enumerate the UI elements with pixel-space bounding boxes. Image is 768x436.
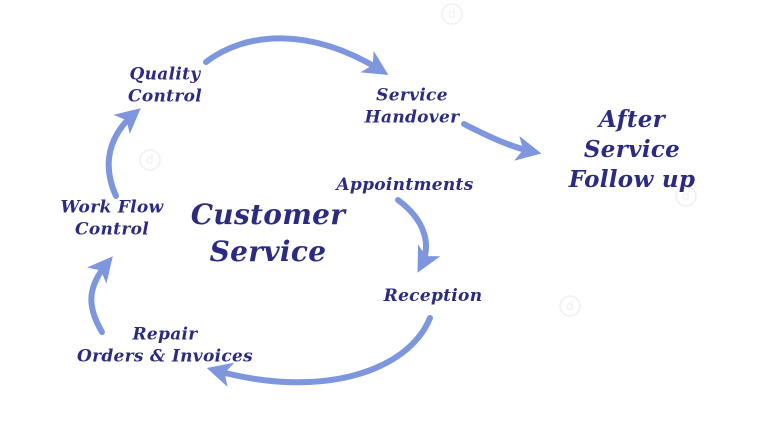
watermark-icon: d [675,185,697,207]
diagram-title: Customer Service [190,198,346,268]
node-quality-control: Quality Control [128,64,202,106]
node-repair-orders-invoices: Repair Orders & Invoices [76,324,254,366]
node-service-handover: Service Handover [364,85,460,127]
arrow-appointments-to-reception [395,197,441,273]
arrow-repair-orders-to-work-flow [87,256,113,335]
arrow-service-handover-to-after-service [461,121,542,161]
watermark-icon: d [139,149,161,171]
svg-text:d: d [566,299,574,313]
svg-text:d: d [448,7,456,21]
watermark-icon: d [559,295,581,317]
svg-text:d: d [682,189,690,203]
arrow-quality-control-to-service-handover [203,35,389,76]
arrow-reception-to-repair-orders [206,315,433,387]
arrow-work-flow-to-quality-control [105,108,141,199]
svg-text:d: d [146,153,154,167]
node-reception: Reception [383,286,483,307]
watermark-icon: d [441,3,463,25]
node-after-service-follow-up: After Service Follow up [568,106,696,193]
node-work-flow-control: Work Flow Control [60,197,164,239]
node-appointments: Appointments [336,175,474,196]
